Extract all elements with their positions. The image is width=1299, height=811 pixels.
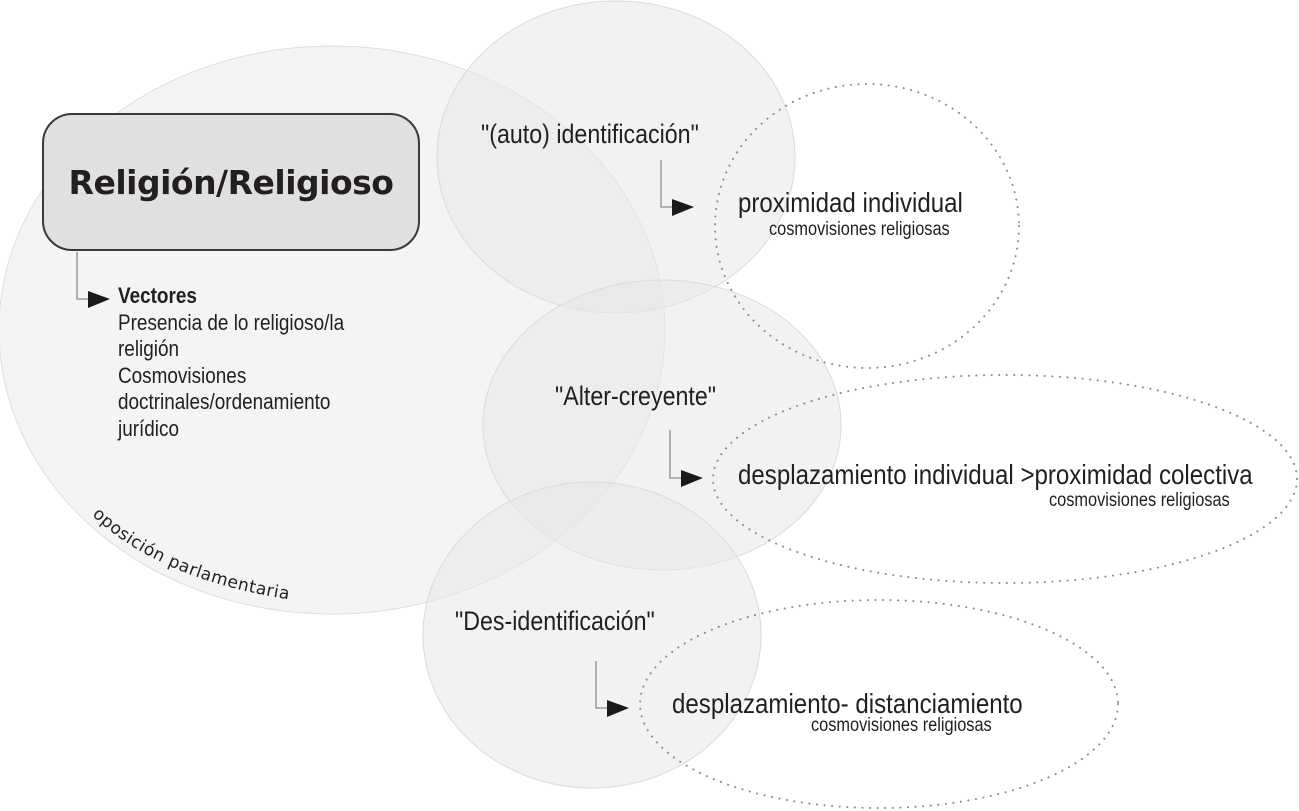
alter-creyente-arrow-icon: [669, 430, 703, 487]
des-identificacion-arrow-icon: [595, 661, 629, 717]
vectors-arrow-icon: [76, 252, 110, 308]
cosmovisiones-subtitle: cosmovisiones religiosas: [1049, 490, 1230, 511]
cosmovisiones-subtitle: cosmovisiones religiosas: [811, 715, 992, 736]
des-identificacion-circle: [422, 481, 762, 789]
proximidad-individual-dotted-ellipse: [714, 83, 1020, 369]
des-identificacion-term: "Des-identificación": [455, 606, 655, 636]
vector-item: jurídico: [118, 415, 179, 441]
proximidad-colectiva-dotted-ellipse: [712, 374, 1298, 584]
main-concept-box: Religión/Religioso: [42, 113, 420, 251]
alter-creyente-term: "Alter-creyente": [555, 381, 717, 411]
proximidad-individual-result: proximidad individual: [738, 187, 963, 218]
vector-item: doctrinales/ordenamiento: [118, 389, 331, 414]
distanciamiento-dotted-ellipse: [639, 599, 1119, 809]
vectors-heading: Vectores: [118, 283, 197, 308]
vector-item: Presencia de lo religioso/la: [118, 309, 345, 335]
vector-item: religión: [118, 336, 180, 361]
cosmovisiones-subtitle: cosmovisiones religiosas: [769, 219, 950, 240]
auto-identificacion-term: "(auto) identificación": [481, 119, 699, 149]
proximidad-colectiva-result: desplazamiento individual >proximidad co…: [738, 459, 1253, 490]
vectors-list: Vectores Presencia de lo religioso/la re…: [118, 283, 344, 442]
auto-identificacion-circle: [436, 0, 796, 314]
main-concept-title: Religión/Religioso: [68, 162, 394, 202]
auto-identificacion-arrow-icon: [660, 160, 694, 216]
distanciamiento-result: desplazamiento- distanciamiento: [672, 688, 1023, 719]
vector-item: Cosmovisiones: [118, 362, 247, 388]
